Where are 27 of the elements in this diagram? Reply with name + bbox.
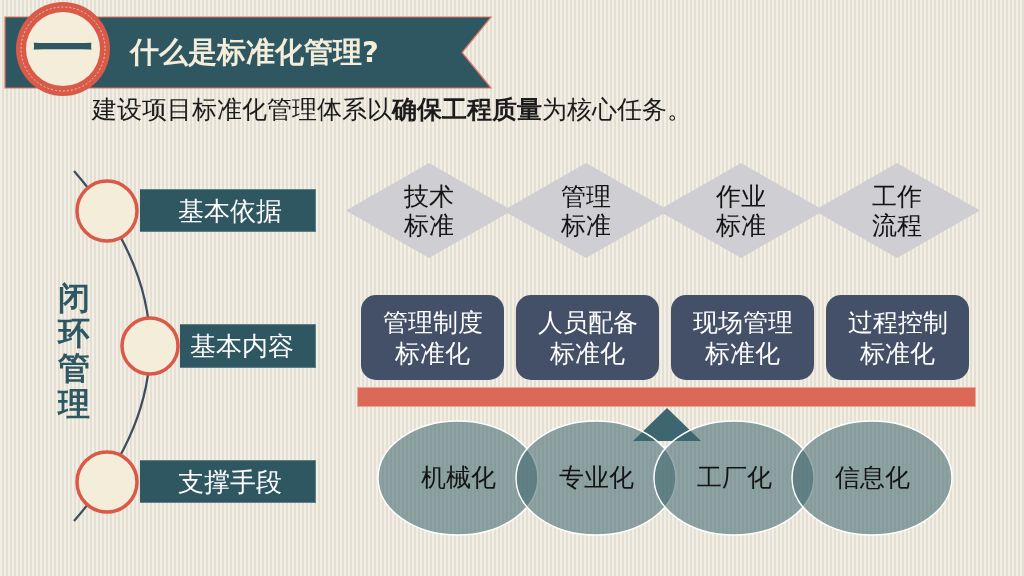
standard-label: 管理标准 [560, 181, 612, 240]
content-tile [516, 295, 659, 380]
section-label: 支撑手段 [178, 466, 282, 497]
content-tile [361, 295, 504, 380]
section-bar [140, 189, 316, 232]
method-label: 机械化 [420, 463, 496, 493]
side-label: 闭环管理 [58, 281, 90, 422]
standard-label: 技术标准 [403, 181, 455, 240]
content-label: 现场管理标准化 [691, 306, 794, 369]
standard-label: 作业标准 [715, 181, 767, 240]
title-text: 什么是标准化管理? [130, 34, 379, 71]
section-label: 基本依据 [178, 195, 282, 226]
content-label: 人员配备标准化 [536, 306, 639, 369]
content-tile [671, 295, 814, 380]
section-bar [180, 324, 316, 368]
standard-label: 工作流程 [871, 181, 923, 240]
ellipse-shape [791, 420, 953, 536]
content-tile [826, 295, 969, 380]
method-label: 专业化 [558, 463, 634, 493]
content-label: 过程控制标准化 [846, 306, 949, 369]
section-bar [140, 460, 316, 503]
method-label: 工厂化 [696, 463, 772, 493]
method-label: 信息化 [834, 463, 910, 493]
subtitle-text: 建设项目标准化管理体系以确保工程质量为核心任务。 [92, 96, 692, 124]
section-numeral: 一 [33, 14, 93, 84]
content-label: 管理制度标准化 [381, 306, 484, 369]
section-label: 基本内容 [190, 331, 294, 361]
